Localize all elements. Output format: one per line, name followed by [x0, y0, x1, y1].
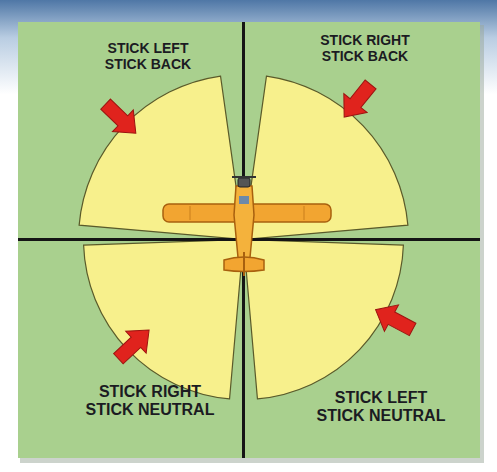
airplane-windshield	[239, 196, 249, 204]
control-sector	[79, 76, 242, 238]
wind-arrows	[95, 75, 420, 370]
control-sector	[84, 241, 242, 399]
wind-arrow	[369, 296, 420, 342]
control-label: STICK LEFT STICK BACK	[88, 40, 208, 72]
control-label: STICK RIGHT STICK NEUTRAL	[80, 383, 220, 420]
airplane-tail	[224, 257, 264, 272]
quadrant-shape	[18, 241, 242, 458]
wind-arrow	[95, 93, 146, 144]
wind-quadrant: STICK RIGHT STICK NEUTRAL	[18, 241, 242, 458]
wind-quadrant: STICK LEFT STICK BACK	[18, 22, 242, 238]
wind-arrow	[332, 75, 382, 127]
airplane-rudder	[243, 252, 245, 276]
control-label: STICK RIGHT STICK BACK	[305, 32, 425, 64]
board-divider	[18, 22, 480, 458]
wind-quadrant: STICK RIGHT STICK BACK	[245, 22, 480, 238]
wind-quadrant: STICK LEFT STICK NEUTRAL	[245, 241, 480, 458]
airplane-wing	[163, 204, 331, 222]
wing-rib	[304, 206, 305, 220]
airplane-propeller	[232, 176, 256, 178]
control-sector	[245, 241, 403, 399]
wind-arrow	[108, 319, 159, 370]
airplane-engine	[238, 178, 250, 187]
airplane	[163, 177, 331, 276]
control-sector	[245, 76, 408, 238]
airplane-fuselage	[234, 186, 254, 268]
wing-rib	[190, 206, 191, 220]
control-label: STICK LEFT STICK NEUTRAL	[311, 389, 451, 426]
quadrant-shape	[245, 241, 480, 458]
